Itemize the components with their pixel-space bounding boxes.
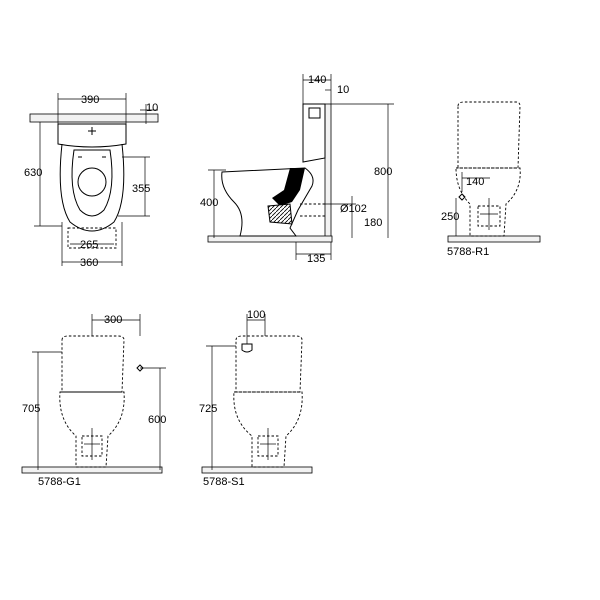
dim-g1-inlet-height: 600 — [148, 414, 166, 426]
dim-outlet-height: 180 — [364, 217, 382, 229]
variant-r1: 140 250 5788-R1 — [441, 101, 541, 258]
dim-g1-inlet-offset: 300 — [104, 314, 122, 326]
dim-tank-depth: 140 — [308, 74, 326, 86]
dim-bowl-depth: 355 — [132, 183, 150, 195]
dim-r1-inlet-offset: 140 — [466, 176, 484, 188]
dim-outlet-offset: 135 — [307, 253, 325, 265]
dim-top-offset: 10 — [146, 102, 158, 114]
dim-seat-height: 400 — [200, 197, 218, 209]
dim-outer-width: 360 — [80, 257, 98, 269]
dim-outlet-diameter: Ø102 — [340, 203, 367, 215]
dim-total-height-side: 800 — [374, 166, 392, 178]
dim-inner-width: 265 — [80, 239, 98, 251]
dim-g1-total-height: 705 — [22, 403, 40, 415]
variant-g1-code: 5788-G1 — [38, 476, 81, 488]
dim-s1-inlet-offset: 100 — [247, 309, 265, 321]
side-view: 140 10 800 400 Ø102 180 135 — [200, 74, 394, 265]
variant-s1-code: 5788-S1 — [203, 476, 245, 488]
variant-r1-code: 5788-R1 — [447, 246, 489, 258]
top-view: 390 10 630 355 265 360 — [24, 93, 159, 269]
dim-s1-total-height: 725 — [199, 403, 217, 415]
dim-total-height: 630 — [24, 167, 42, 179]
dim-top-width: 390 — [81, 94, 99, 106]
dim-wall-gap: 10 — [337, 84, 349, 96]
variant-g1: 300 705 600 5788-G1 — [21, 314, 166, 488]
dim-r1-inlet-height: 250 — [441, 211, 459, 223]
variant-s1: 100 725 5788-S1 — [199, 309, 313, 488]
